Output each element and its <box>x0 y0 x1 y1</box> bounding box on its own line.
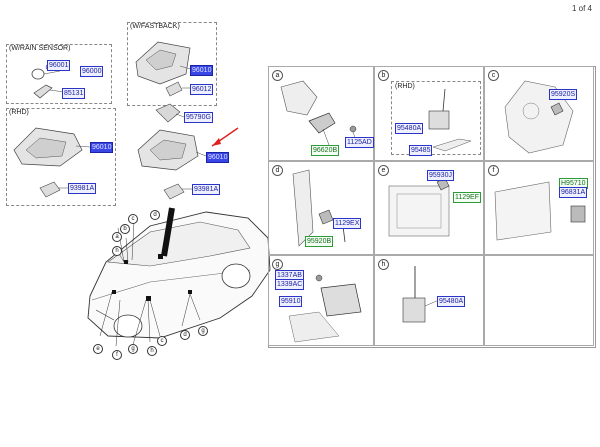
callout-letter[interactable]: f <box>112 350 122 360</box>
detail-cell-f: f H95710 96831A <box>484 161 594 255</box>
part-label[interactable]: 95480A <box>395 123 424 134</box>
part-label[interactable]: 93981A <box>192 184 221 195</box>
group-title: (W/RAIN SENSOR) <box>9 45 71 52</box>
part-label[interactable]: 93981A <box>68 183 97 194</box>
callout-letter[interactable]: d <box>180 330 190 340</box>
cell-letter: e <box>378 165 389 176</box>
rhd-group: (RHD) <box>6 108 116 206</box>
detail-cell-d: d 1129EX 95920B <box>268 161 374 255</box>
part-label[interactable]: 1339AC <box>275 279 305 290</box>
part-label[interactable]: 95910 <box>279 296 303 307</box>
part-label[interactable]: 96001 <box>47 60 71 71</box>
page-indicator: 1 of 4 <box>571 4 592 13</box>
part-label[interactable]: 95480A <box>437 296 466 307</box>
cell-letter: d <box>272 165 283 176</box>
part-label[interactable]: 96010 <box>90 142 114 153</box>
rhd-inset <box>391 81 481 155</box>
cell-letter: c <box>488 70 499 81</box>
group-title: (W/FASTBACK) <box>130 23 180 30</box>
detail-cell-c: c 95920S <box>484 66 594 161</box>
callout-letter[interactable]: c <box>128 214 138 224</box>
detail-cell-a: a 1125AD 96620B <box>268 66 374 161</box>
detail-cell-h: h 95480A <box>374 255 484 346</box>
part-label[interactable]: 1129EF <box>453 192 481 203</box>
part-drawing <box>494 181 586 241</box>
part-drawing <box>288 274 362 343</box>
callout-letter[interactable]: e <box>93 344 103 354</box>
part-drawing <box>428 88 472 152</box>
cell-letter: h <box>378 259 389 270</box>
part-label[interactable]: 96831A <box>559 187 588 198</box>
part-label[interactable]: 85131 <box>62 88 86 99</box>
callout-letter[interactable]: b <box>120 224 130 234</box>
callout-letter[interactable]: d <box>150 210 160 220</box>
detail-cell-g: g 1337AB 1339AC 95910 <box>268 255 374 346</box>
group-title: (RHD) <box>9 109 29 116</box>
detail-cell-e: e 95930J 1129EF <box>374 161 484 255</box>
detail-cell-empty <box>484 255 594 346</box>
callout-letter[interactable]: g <box>128 344 138 354</box>
part-label[interactable]: 95920S <box>549 89 578 100</box>
part-label[interactable]: 95930J <box>427 170 454 181</box>
callout-letter[interactable]: a <box>112 232 122 242</box>
callout-letter[interactable]: g <box>198 326 208 336</box>
part-label[interactable]: 96012 <box>190 84 214 95</box>
part-label[interactable]: 95485 <box>409 145 433 156</box>
cell-letter: b <box>378 70 389 81</box>
callout-letter[interactable]: h <box>147 346 157 356</box>
rhd-caption: (RHD) <box>395 83 415 90</box>
callout-letter[interactable]: h <box>112 246 122 256</box>
part-label[interactable]: 96000 <box>80 66 104 77</box>
part-label[interactable]: 95920B <box>305 236 334 247</box>
cell-letter: a <box>272 70 283 81</box>
part-label[interactable]: 96010 <box>190 65 214 76</box>
cell-letter: g <box>272 259 283 270</box>
part-label[interactable]: 96010 <box>206 152 230 163</box>
part-drawing <box>280 80 358 146</box>
detail-cell-b: b (RHD) 95480A 95485 <box>374 66 484 161</box>
part-drawing <box>292 169 346 247</box>
part-label[interactable]: 1129EX <box>333 218 362 229</box>
part-label[interactable]: 1125AD <box>345 137 374 148</box>
callout-letter[interactable]: c <box>157 336 167 346</box>
part-label[interactable]: 96620B <box>311 145 340 156</box>
rain-sensor-group: (W/RAIN SENSOR) <box>6 44 112 104</box>
part-drawing <box>504 80 574 154</box>
part-label[interactable]: 95790G <box>184 112 213 123</box>
cell-letter: f <box>488 165 499 176</box>
part-drawing <box>402 266 440 323</box>
